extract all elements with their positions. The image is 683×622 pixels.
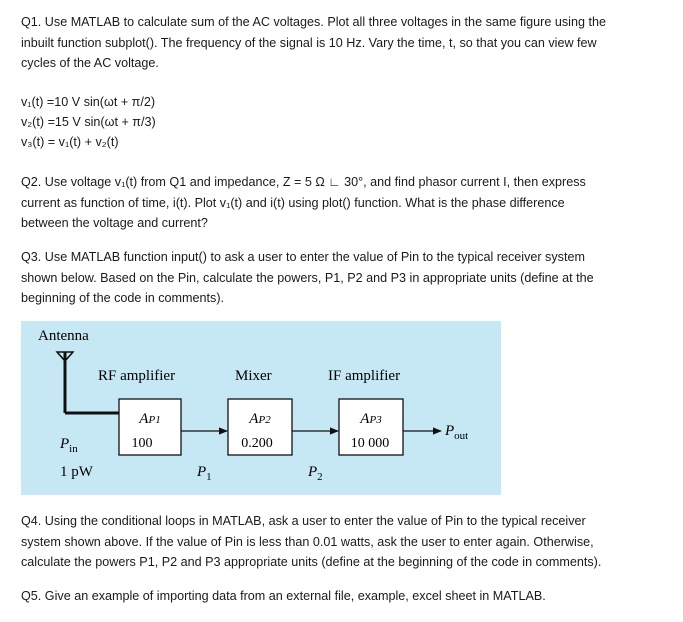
q1-line-2: inbuilt function subplot(). The frequenc…: [21, 35, 597, 50]
rf-amplifier-box: [118, 398, 182, 456]
if-gain-value: 10 000: [351, 436, 390, 451]
q1-line-1: Q1. Use MATLAB to calculate sum of the A…: [21, 15, 606, 29]
q5-line-1: Q5. Give an example of importing data fr…: [21, 589, 546, 603]
rf-gain-value: 100: [132, 436, 153, 451]
equation-v1: v₁(t) =10 V sin(ωt + π/2): [21, 95, 156, 109]
q3-line-3: beginning of the code in comments).: [21, 291, 225, 306]
q2-line-1: Q2. Use voltage v₁(t) from Q1 and impeda…: [21, 175, 586, 189]
q2-line-2: current as function of time, i(t). Plot …: [21, 195, 565, 210]
p2-label: P2: [307, 464, 323, 483]
equation-v2: v₂(t) =15 V sin(ωt + π/3): [21, 115, 156, 129]
if-amplifier-title: IF amplifier: [328, 368, 400, 384]
mixer-gain-label: AP2: [248, 411, 271, 427]
if-amplifier-box: [338, 398, 404, 456]
question-1: Q1. Use MATLAB to calculate sum of the A…: [21, 12, 661, 74]
question-4: Q4. Using the conditional loops in MATLA…: [21, 511, 661, 573]
p1-label: P1: [196, 464, 212, 483]
q3-line-2: shown below. Based on the Pin, calculate…: [21, 270, 594, 285]
diagram-canvas: Antenna RF amplifier Mixer IF amplifier …: [38, 328, 468, 483]
q4-line-2: system shown above. If the value of Pin …: [21, 534, 594, 549]
question-3: Q3. Use MATLAB function input() to ask a…: [21, 247, 661, 309]
q3-line-1: Q3. Use MATLAB function input() to ask a…: [21, 250, 585, 264]
if-gain-label: AP3: [359, 411, 382, 427]
mixer-title: Mixer: [235, 368, 272, 384]
equation-v3: v₃(t) = v₁(t) + v₂(t): [21, 135, 119, 149]
antenna-icon: [55, 351, 119, 415]
q1-line-3: cycles of the AC voltage.: [21, 56, 159, 71]
mixer-box: [227, 398, 293, 456]
question-2: Q2. Use voltage v₁(t) from Q1 and impeda…: [21, 172, 661, 234]
q4-line-3: calculate the powers P1, P2 and P3 appro…: [21, 555, 602, 570]
q2-line-3: between the voltage and current?: [21, 216, 208, 231]
question-5: Q5. Give an example of importing data fr…: [21, 586, 661, 607]
pin-label: Pin: [59, 436, 78, 455]
pout-label: Pout: [444, 423, 468, 442]
receiver-block-diagram: Antenna RF amplifier Mixer IF amplifier …: [21, 321, 501, 495]
rf-amplifier-title: RF amplifier: [98, 368, 175, 384]
mixer-gain-value: 0.200: [241, 436, 273, 451]
pin-value: 1 pW: [60, 464, 94, 480]
rf-gain-label: AP1: [138, 411, 160, 427]
q4-line-1: Q4. Using the conditional loops in MATLA…: [21, 514, 586, 528]
antenna-label: Antenna: [38, 328, 89, 344]
